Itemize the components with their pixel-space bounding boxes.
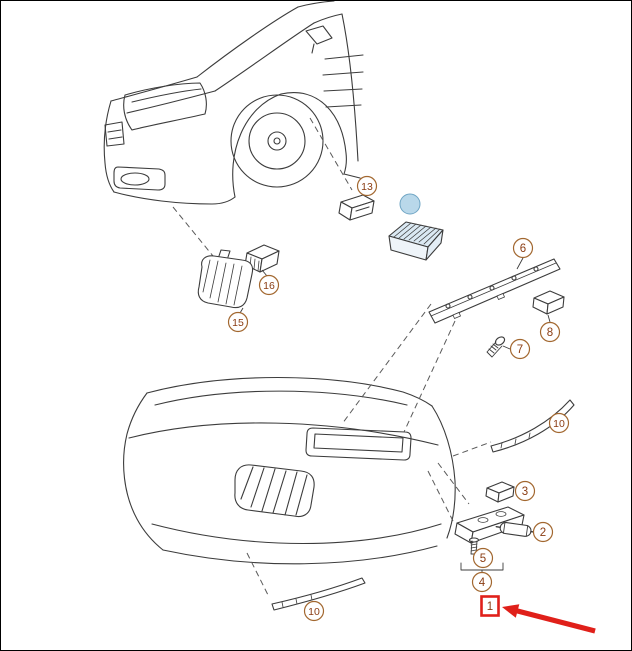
callout-16[interactable]: 16	[258, 274, 280, 296]
red-annotation-arrow	[502, 604, 596, 634]
callout-label: 13	[361, 181, 373, 193]
part-screw-7[interactable]	[486, 335, 506, 358]
fog-lamp-recess	[113, 166, 166, 191]
red-highlight-box	[480, 595, 500, 617]
tail-light-outline	[234, 464, 315, 518]
callout-4[interactable]: 4	[471, 571, 493, 593]
part-trim-strip-10-lower[interactable]	[271, 577, 366, 611]
callout-circle	[509, 338, 531, 360]
rear-car-outline	[123, 377, 456, 565]
callout-5[interactable]: 5	[472, 547, 494, 569]
part-holder-16[interactable]	[244, 244, 280, 273]
callout-circle	[356, 175, 378, 197]
callout-circle	[514, 480, 536, 502]
callout-label: 8	[547, 327, 553, 339]
callout-15[interactable]: 15	[227, 311, 249, 333]
reference-lines	[172, 117, 492, 598]
grille-outline	[104, 121, 125, 147]
callout-label: 16	[263, 280, 275, 292]
callout-label: 6	[520, 243, 526, 255]
callout-8[interactable]: 8	[539, 321, 561, 343]
callout-circle	[227, 311, 249, 333]
headlight-outline	[123, 82, 207, 131]
license-plate-recess	[305, 427, 412, 461]
callout-circle	[472, 547, 494, 569]
callout-10-lower[interactable]: 10	[303, 600, 325, 622]
blue-highlight-circle	[399, 193, 421, 215]
part-bulb-holder-8[interactable]	[532, 290, 565, 315]
callout-2[interactable]: 2	[532, 521, 554, 543]
front-wheel	[230, 94, 324, 188]
callout-circle	[512, 237, 534, 259]
callout-6[interactable]: 6	[512, 237, 534, 259]
part-lamp-strip-6[interactable]	[428, 258, 561, 324]
callout-circle	[471, 571, 493, 593]
part-fog-lamp-15[interactable]	[197, 249, 254, 309]
callout-label: 1	[487, 601, 493, 613]
callout-circle	[548, 412, 570, 434]
callout-label: 10	[308, 606, 320, 618]
callout-label: 4	[479, 577, 486, 589]
callout-label: 3	[522, 486, 528, 498]
callout-label: 5	[480, 553, 486, 565]
part-festoon-bulb-2[interactable]	[495, 521, 536, 537]
callout-circle	[539, 321, 561, 343]
part-trim-strip-10-upper[interactable]	[490, 399, 575, 453]
callout-label: 10	[553, 418, 565, 430]
callout-7[interactable]: 7	[509, 338, 531, 360]
callout-label: 15	[232, 317, 244, 329]
part-side-marker-lamp-highlighted[interactable]	[388, 221, 444, 261]
callouts-layer: 13 16 15 6 8 7 10 3 2 5 4 10 1	[227, 175, 570, 622]
callout-13[interactable]: 13	[356, 175, 378, 197]
part-license-light-housing-4[interactable]	[454, 506, 525, 544]
front-car-outline	[103, 1, 364, 205]
part-bulb-carrier-13[interactable]	[338, 194, 375, 221]
callout-10-upper[interactable]: 10	[548, 412, 570, 434]
callout-circle	[532, 521, 554, 543]
callout-3[interactable]: 3	[514, 480, 536, 502]
leader-lines	[239, 257, 551, 350]
callout-label: 7	[517, 344, 523, 356]
part-bulb-holder-3[interactable]	[485, 481, 515, 503]
callout-label: 2	[540, 527, 546, 539]
part-screw-5[interactable]	[468, 537, 480, 555]
side-mirror	[305, 25, 333, 54]
callout-highlighted-part[interactable]	[399, 193, 421, 215]
callout-circle	[258, 274, 280, 296]
callout-circle	[303, 600, 325, 622]
callout-1-highlighted[interactable]: 1	[480, 595, 500, 617]
